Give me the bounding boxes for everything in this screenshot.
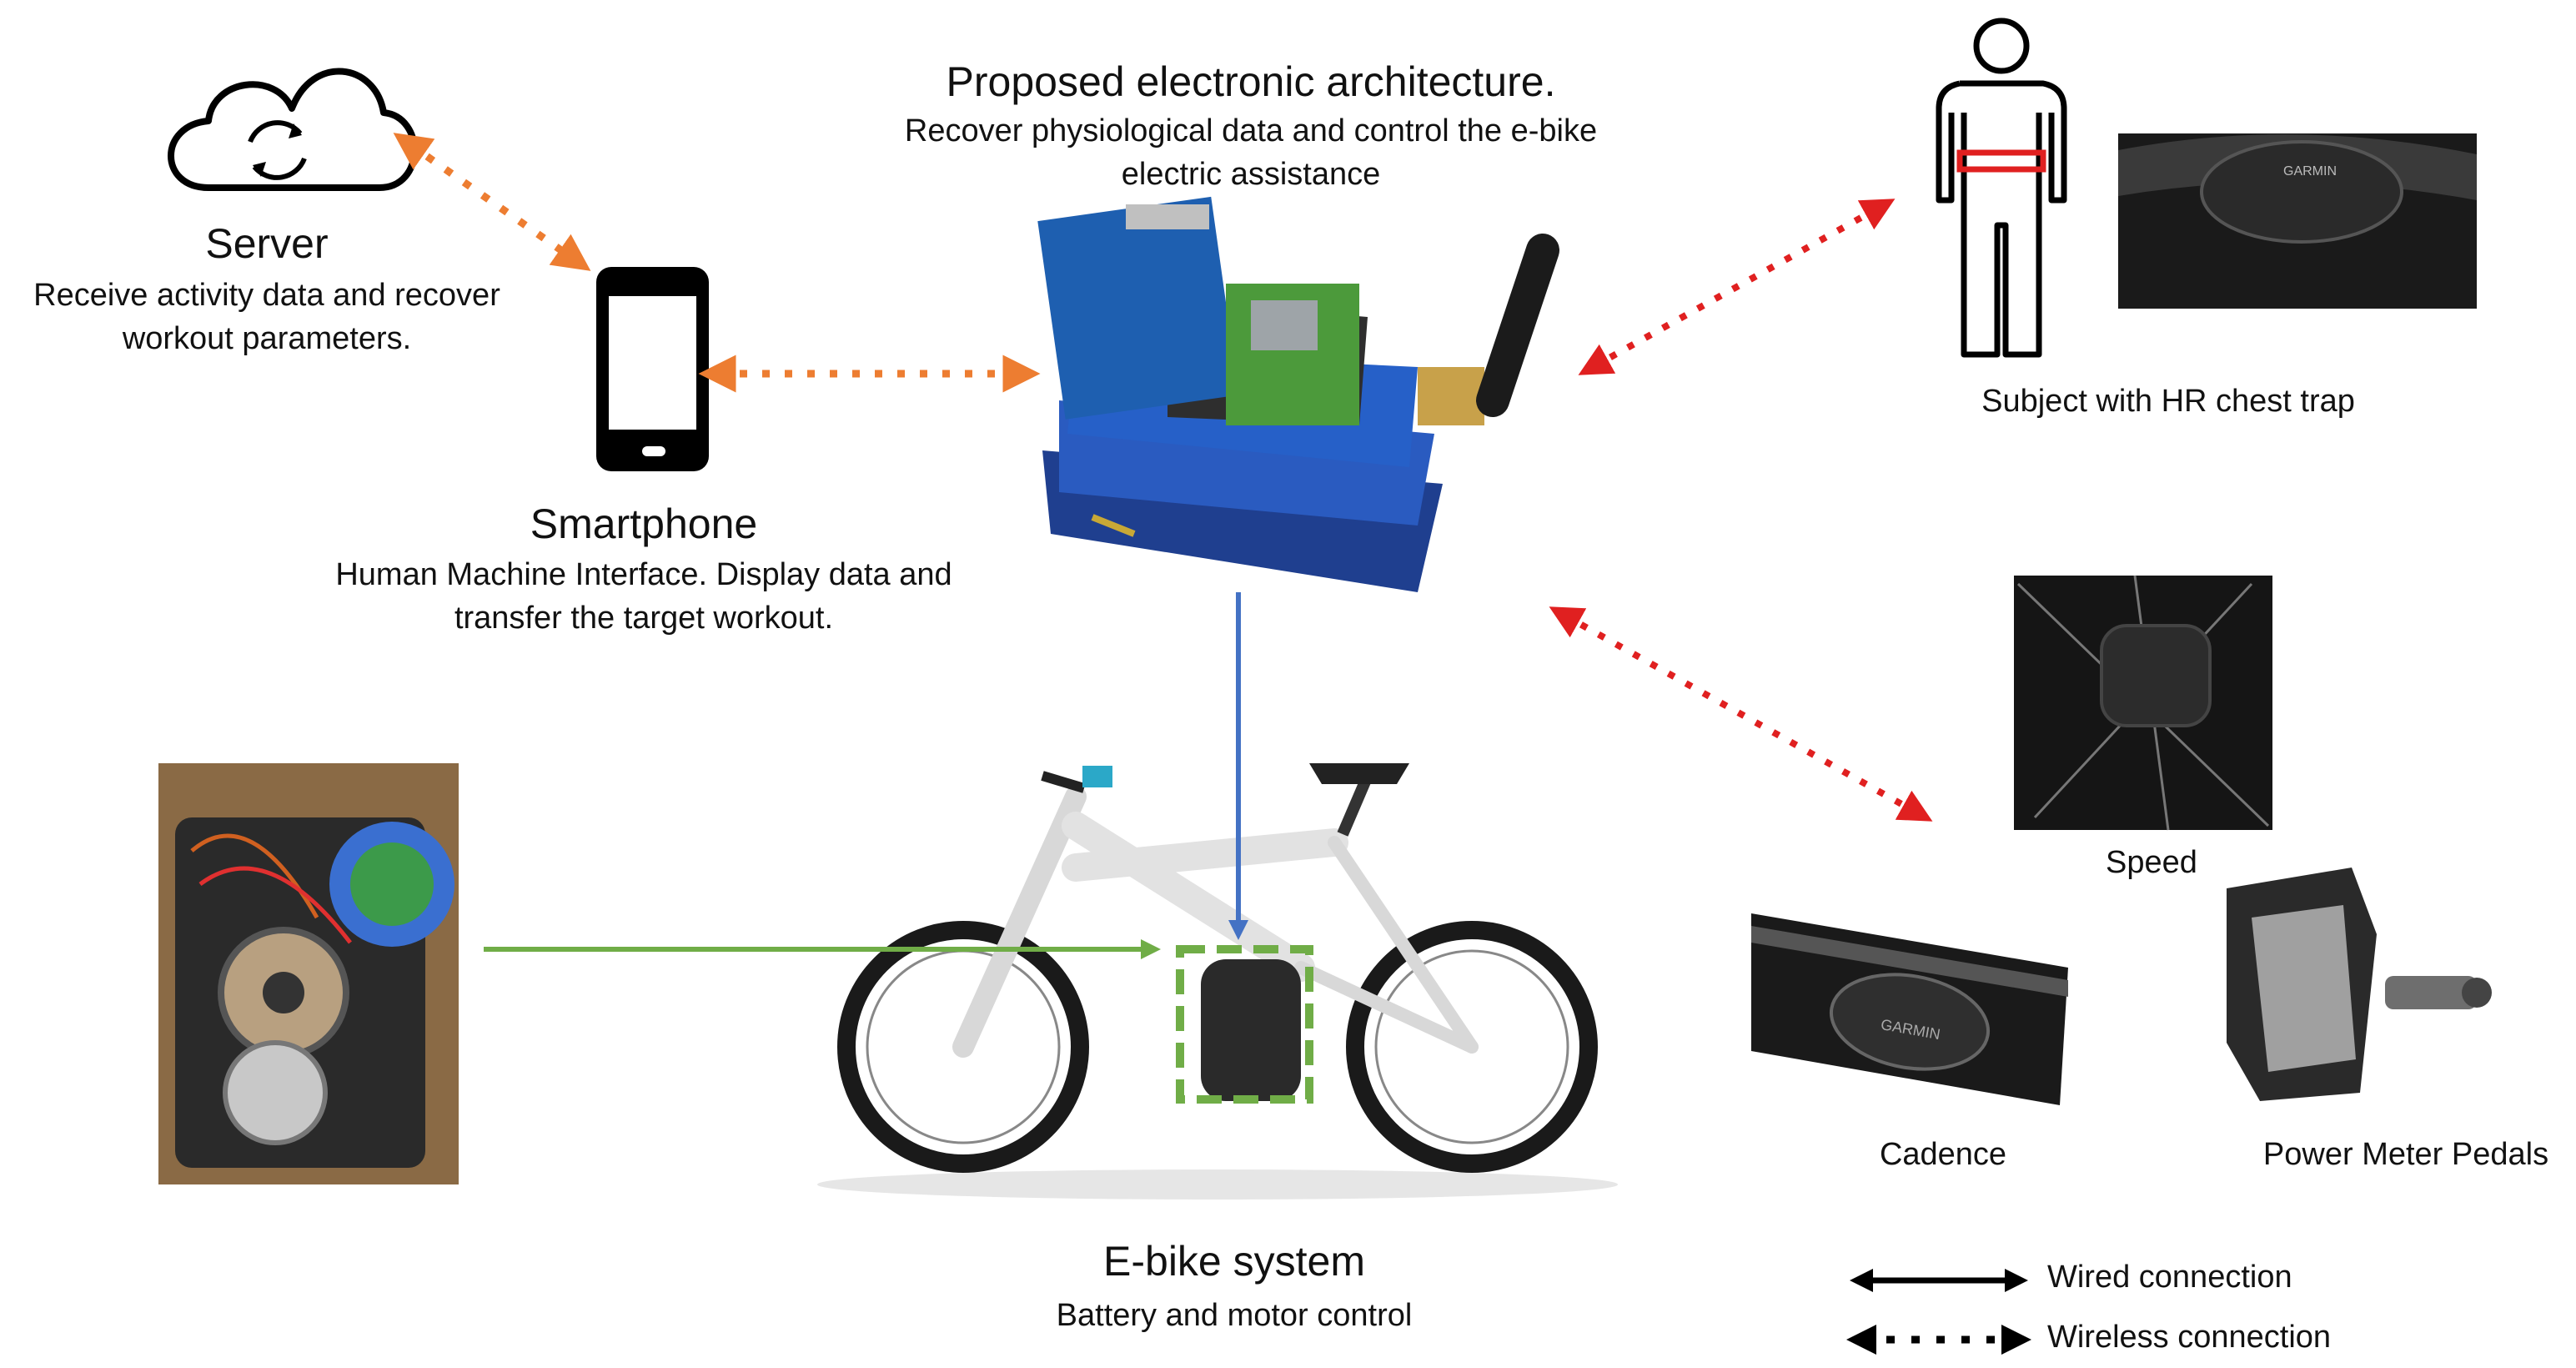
architecture-title: Proposed electronic architecture. — [946, 58, 1556, 105]
legend-wireless-label: Wireless connection — [2047, 1320, 2332, 1355]
cadence-label: Cadence — [1879, 1137, 2007, 1172]
smartphone-icon — [596, 267, 709, 471]
strap-brand-label: GARMIN — [2283, 164, 2337, 179]
electronic-board-image — [1037, 196, 1559, 592]
motor-highlight-box — [1176, 945, 1313, 1104]
human-figure-icon — [1936, 18, 2067, 358]
subject-label: Subject with HR chest trap — [1981, 384, 2355, 419]
architecture-description-1: Recover physiological data and control t… — [904, 113, 1598, 148]
cloud-sync-icon — [168, 68, 418, 191]
server-description-1: Receive activity data and recover — [33, 278, 500, 313]
power-pedals-label: Power Meter Pedals — [2262, 1137, 2549, 1172]
legend-wired-label: Wired connection — [2047, 1260, 2292, 1295]
speed-label: Speed — [2106, 845, 2197, 880]
board-sensors-wireless-arrow — [1549, 606, 1933, 822]
power-pedal-image — [2227, 868, 2492, 1101]
hr-strap-band — [1956, 149, 2046, 173]
ebike-title: E-bike system — [1103, 1238, 1365, 1285]
hr-chest-strap-image — [2118, 133, 2477, 309]
server-title: Server — [205, 220, 329, 267]
ebike-image — [817, 763, 1618, 1200]
smartphone-description-2: transfer the target workout. — [454, 601, 834, 636]
server-description-2: workout parameters. — [122, 321, 412, 356]
cadence-sensor-image — [1751, 913, 2068, 1105]
smartphone-description-1: Human Machine Interface. Display data an… — [335, 557, 952, 592]
speed-sensor-image — [2014, 575, 2272, 831]
motor-photo-image — [158, 763, 459, 1184]
smartphone-title: Smartphone — [530, 500, 758, 547]
ebike-description: Battery and motor control — [1056, 1298, 1413, 1333]
server-smartphone-wireless-arrow — [393, 133, 591, 271]
board-hr-wireless-arrow — [1578, 199, 1896, 375]
architecture-description-2: electric assistance — [1121, 157, 1381, 192]
